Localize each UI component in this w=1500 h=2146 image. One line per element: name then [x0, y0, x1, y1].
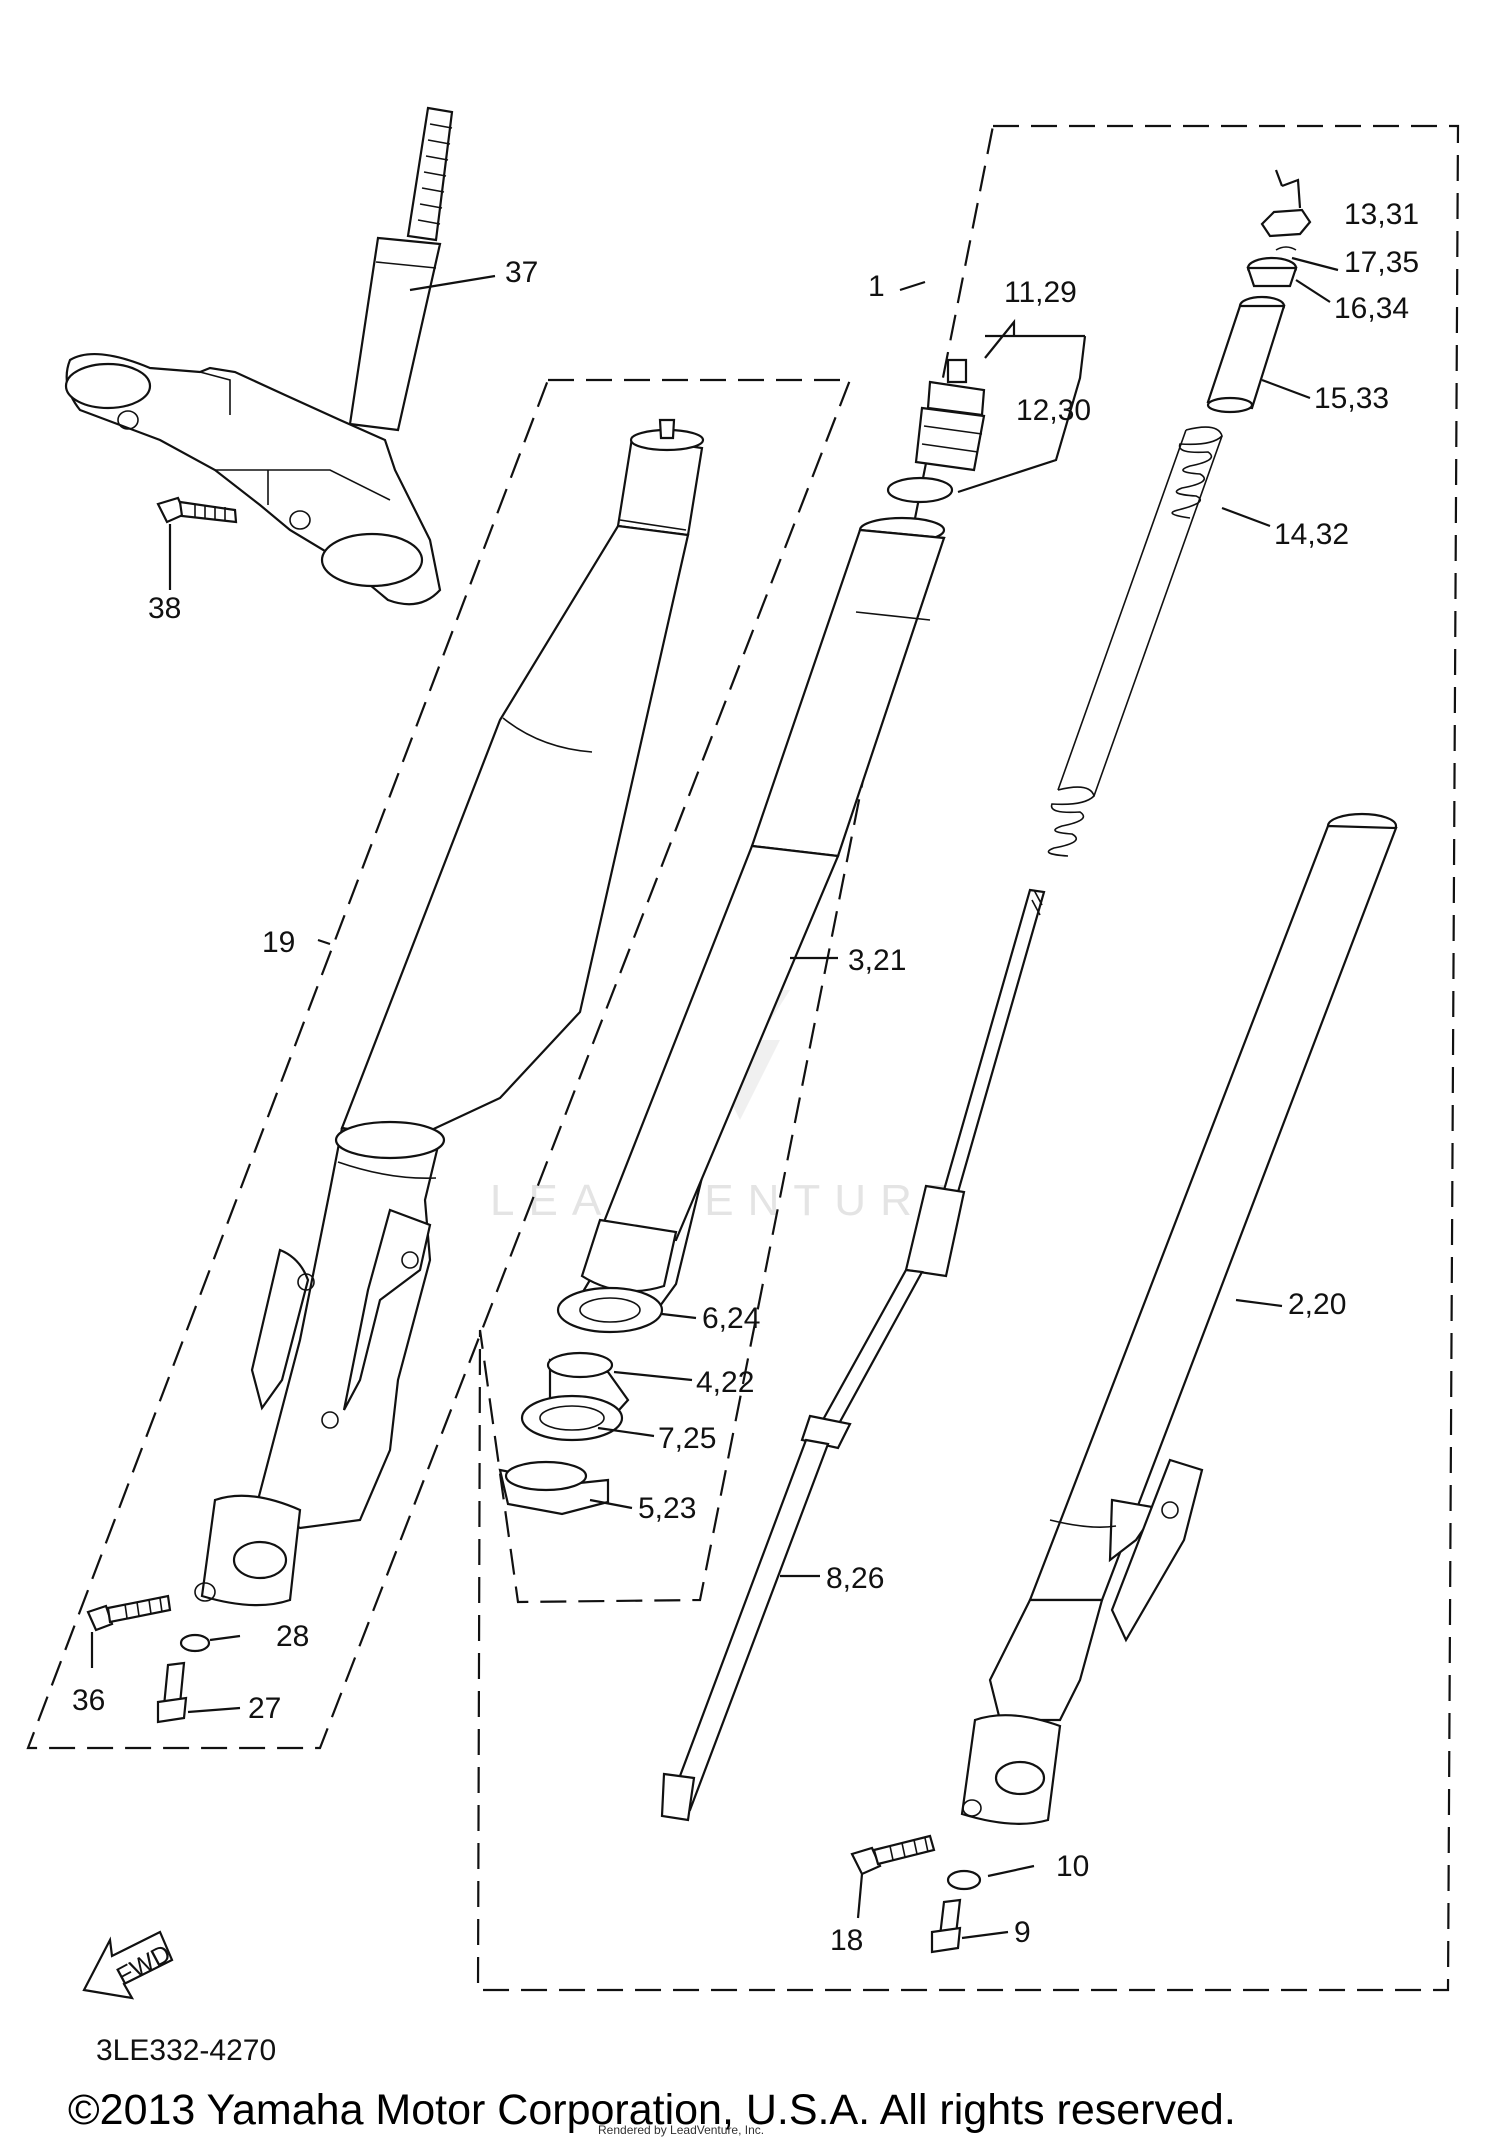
callout-4-22: 4,22 [696, 1366, 754, 1399]
callout-2-20: 2,20 [1288, 1288, 1346, 1321]
callout-28: 28 [276, 1620, 309, 1653]
callout-5-23: 5,23 [638, 1492, 696, 1525]
callout-10: 10 [1056, 1850, 1089, 1883]
diagram-code: 3LE332-4270 [96, 2034, 276, 2067]
callout-37: 37 [505, 256, 538, 289]
copyright-notice: ©2013 Yamaha Motor Corporation, U.S.A. A… [68, 2086, 1236, 2134]
callout-6-24: 6,24 [702, 1302, 760, 1335]
damper-rod-8-26 [660, 888, 1046, 1822]
drain-bolt-9 [930, 1898, 962, 1954]
callout-27: 27 [248, 1692, 281, 1725]
outer-tube-2-20 [960, 812, 1398, 1825]
callout-3-21: 3,21 [848, 944, 906, 977]
watermark-text: LEADVENTURE [490, 1176, 969, 1225]
callout-8-26: 8,26 [826, 1562, 884, 1595]
callout-1: 1 [868, 270, 885, 303]
callout-13-31: 13,31 [1344, 198, 1419, 231]
callout-15-33: 15,33 [1314, 382, 1389, 415]
callout-7-25: 7,25 [658, 1422, 716, 1455]
callout-9: 9 [1014, 1916, 1031, 1949]
leader-lines [90, 169, 1339, 1940]
callout-labels: 37 38 1 11,29 12,30 13,31 17,35 16,34 15… [72, 198, 1419, 1957]
callout-12-30: 12,30 [1016, 394, 1091, 427]
washer-10 [946, 1869, 982, 1891]
fork-spring-14-32 [1047, 426, 1223, 857]
callout-38: 38 [148, 592, 181, 625]
rendered-by-note: Rendered by LeadVenture, Inc. [598, 2123, 764, 2137]
seals-stack [498, 1286, 664, 1516]
washer-16-34 [1246, 256, 1298, 288]
callout-16-34: 16,34 [1334, 292, 1409, 325]
callout-11-29: 11,29 [1004, 276, 1077, 309]
nut-13-31 [1260, 208, 1312, 238]
inner-tube-3-21 [576, 516, 946, 1308]
cap-bolt-11-29 [914, 358, 986, 472]
callout-17-35: 17,35 [1344, 246, 1419, 279]
fwd-direction-arrow: FWD [82, 1930, 175, 2000]
callout-19: 19 [262, 926, 295, 959]
spacer-15-33 [1206, 295, 1286, 414]
o-ring-12-30 [886, 476, 954, 504]
callout-14-32: 14,32 [1274, 518, 1349, 551]
bolt-18 [850, 1834, 936, 1876]
clip-17-35 [1275, 246, 1297, 251]
callout-18: 18 [830, 1924, 863, 1957]
steering-stem-assembly [64, 106, 454, 606]
left-fork-leg [86, 418, 705, 1724]
callout-36: 36 [72, 1684, 105, 1717]
group-boundaries [26, 124, 1460, 1992]
